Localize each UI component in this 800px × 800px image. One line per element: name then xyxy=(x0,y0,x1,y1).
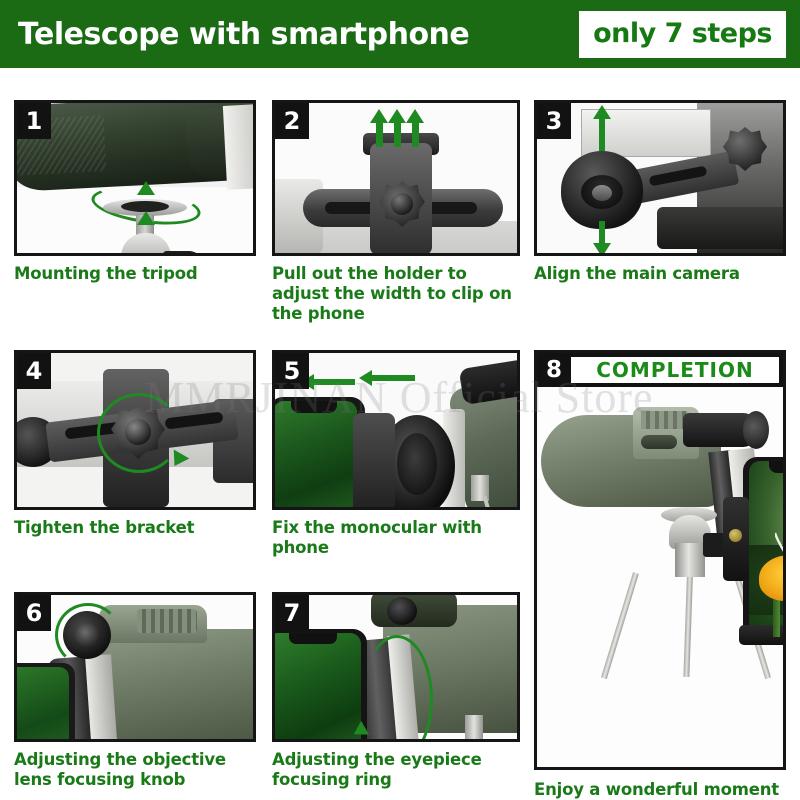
illustration-objective-lens-knob xyxy=(17,595,253,739)
steps-count-badge: only 7 steps xyxy=(579,10,786,58)
step-caption-6: Adjusting the objective lens focusing kn… xyxy=(14,750,226,790)
step-card-2: 2 xyxy=(272,100,520,324)
steps-count-label: only 7 steps xyxy=(593,17,772,49)
step-image-6: 6 xyxy=(14,592,256,742)
step-image-1: 1 xyxy=(14,100,256,256)
step-caption-7: Adjusting the eyepiece focusing ring xyxy=(272,750,482,790)
step-number-badge-3: 3 xyxy=(537,103,571,139)
step-caption-4: Tighten the bracket xyxy=(14,518,195,537)
step-number-badge-4: 4 xyxy=(17,353,51,389)
step-caption-2: Pull out the holder to adjust the width … xyxy=(272,264,512,324)
completion-title-box: COMPLETION xyxy=(571,357,779,383)
illustration-eyepiece-focus-ring xyxy=(275,595,517,739)
step-number-badge-2: 2 xyxy=(275,103,309,139)
step-card-7: 7 Adjusting the eyepiece focusing ring xyxy=(272,592,520,790)
step-caption-1: Mounting the tripod xyxy=(14,264,198,283)
arrow-up-icon xyxy=(137,211,155,225)
step-image-2: 2 xyxy=(272,100,520,256)
step-number-badge-7: 7 xyxy=(275,595,309,631)
step-image-7: 7 xyxy=(272,592,520,742)
illustration-tighten-bracket xyxy=(17,353,253,507)
rotation-arrow-icon xyxy=(55,603,121,667)
step-number-badge-8: 8 xyxy=(545,357,562,383)
completion-card: 8 COMPLETION xyxy=(534,350,786,799)
step-caption-3: Align the main camera xyxy=(534,264,740,283)
step-card-5: 5 xyxy=(272,350,520,558)
illustration-completed-setup xyxy=(537,387,783,767)
page-header: Telescope with smartphone only 7 steps xyxy=(0,0,800,68)
completion-caption: Enjoy a wonderful moment xyxy=(534,780,779,799)
completion-image: 8 COMPLETION xyxy=(534,350,786,770)
illustration-mounting-tripod xyxy=(17,103,253,253)
step-card-6: 6 Adjusting the objective lens focusing … xyxy=(14,592,256,790)
completion-title: COMPLETION xyxy=(596,358,754,382)
butterfly-graphic xyxy=(775,532,783,552)
step-number-badge-5: 5 xyxy=(275,353,309,389)
step-image-3: 3 xyxy=(534,100,786,256)
step-image-4: 4 xyxy=(14,350,256,510)
arrow-up-icon xyxy=(137,181,155,195)
step-card-1: 1 Mounting the tripod xyxy=(14,100,256,284)
illustration-pull-out-holder xyxy=(275,103,517,253)
rotation-arrow-icon xyxy=(97,393,181,473)
step-number-badge-6: 6 xyxy=(17,595,51,631)
page-title: Telescope with smartphone xyxy=(18,16,470,52)
illustration-align-main-camera xyxy=(537,103,783,253)
clamp-screw-icon xyxy=(729,529,742,542)
step-number-badge-1: 1 xyxy=(17,103,51,139)
steps-grid: 1 Mounting the tripod 2 xyxy=(0,96,800,800)
completion-header: 8 COMPLETION xyxy=(537,353,783,387)
rotation-arrow-icon xyxy=(361,635,433,739)
step-card-3: 3 Align xyxy=(534,100,786,284)
step-image-5: 5 xyxy=(272,350,520,510)
step-card-4: 4 Tighten the bracket xyxy=(14,350,256,538)
illustration-fix-monocular-with-phone xyxy=(275,353,517,507)
step-caption-5: Fix the monocular with phone xyxy=(272,518,482,558)
